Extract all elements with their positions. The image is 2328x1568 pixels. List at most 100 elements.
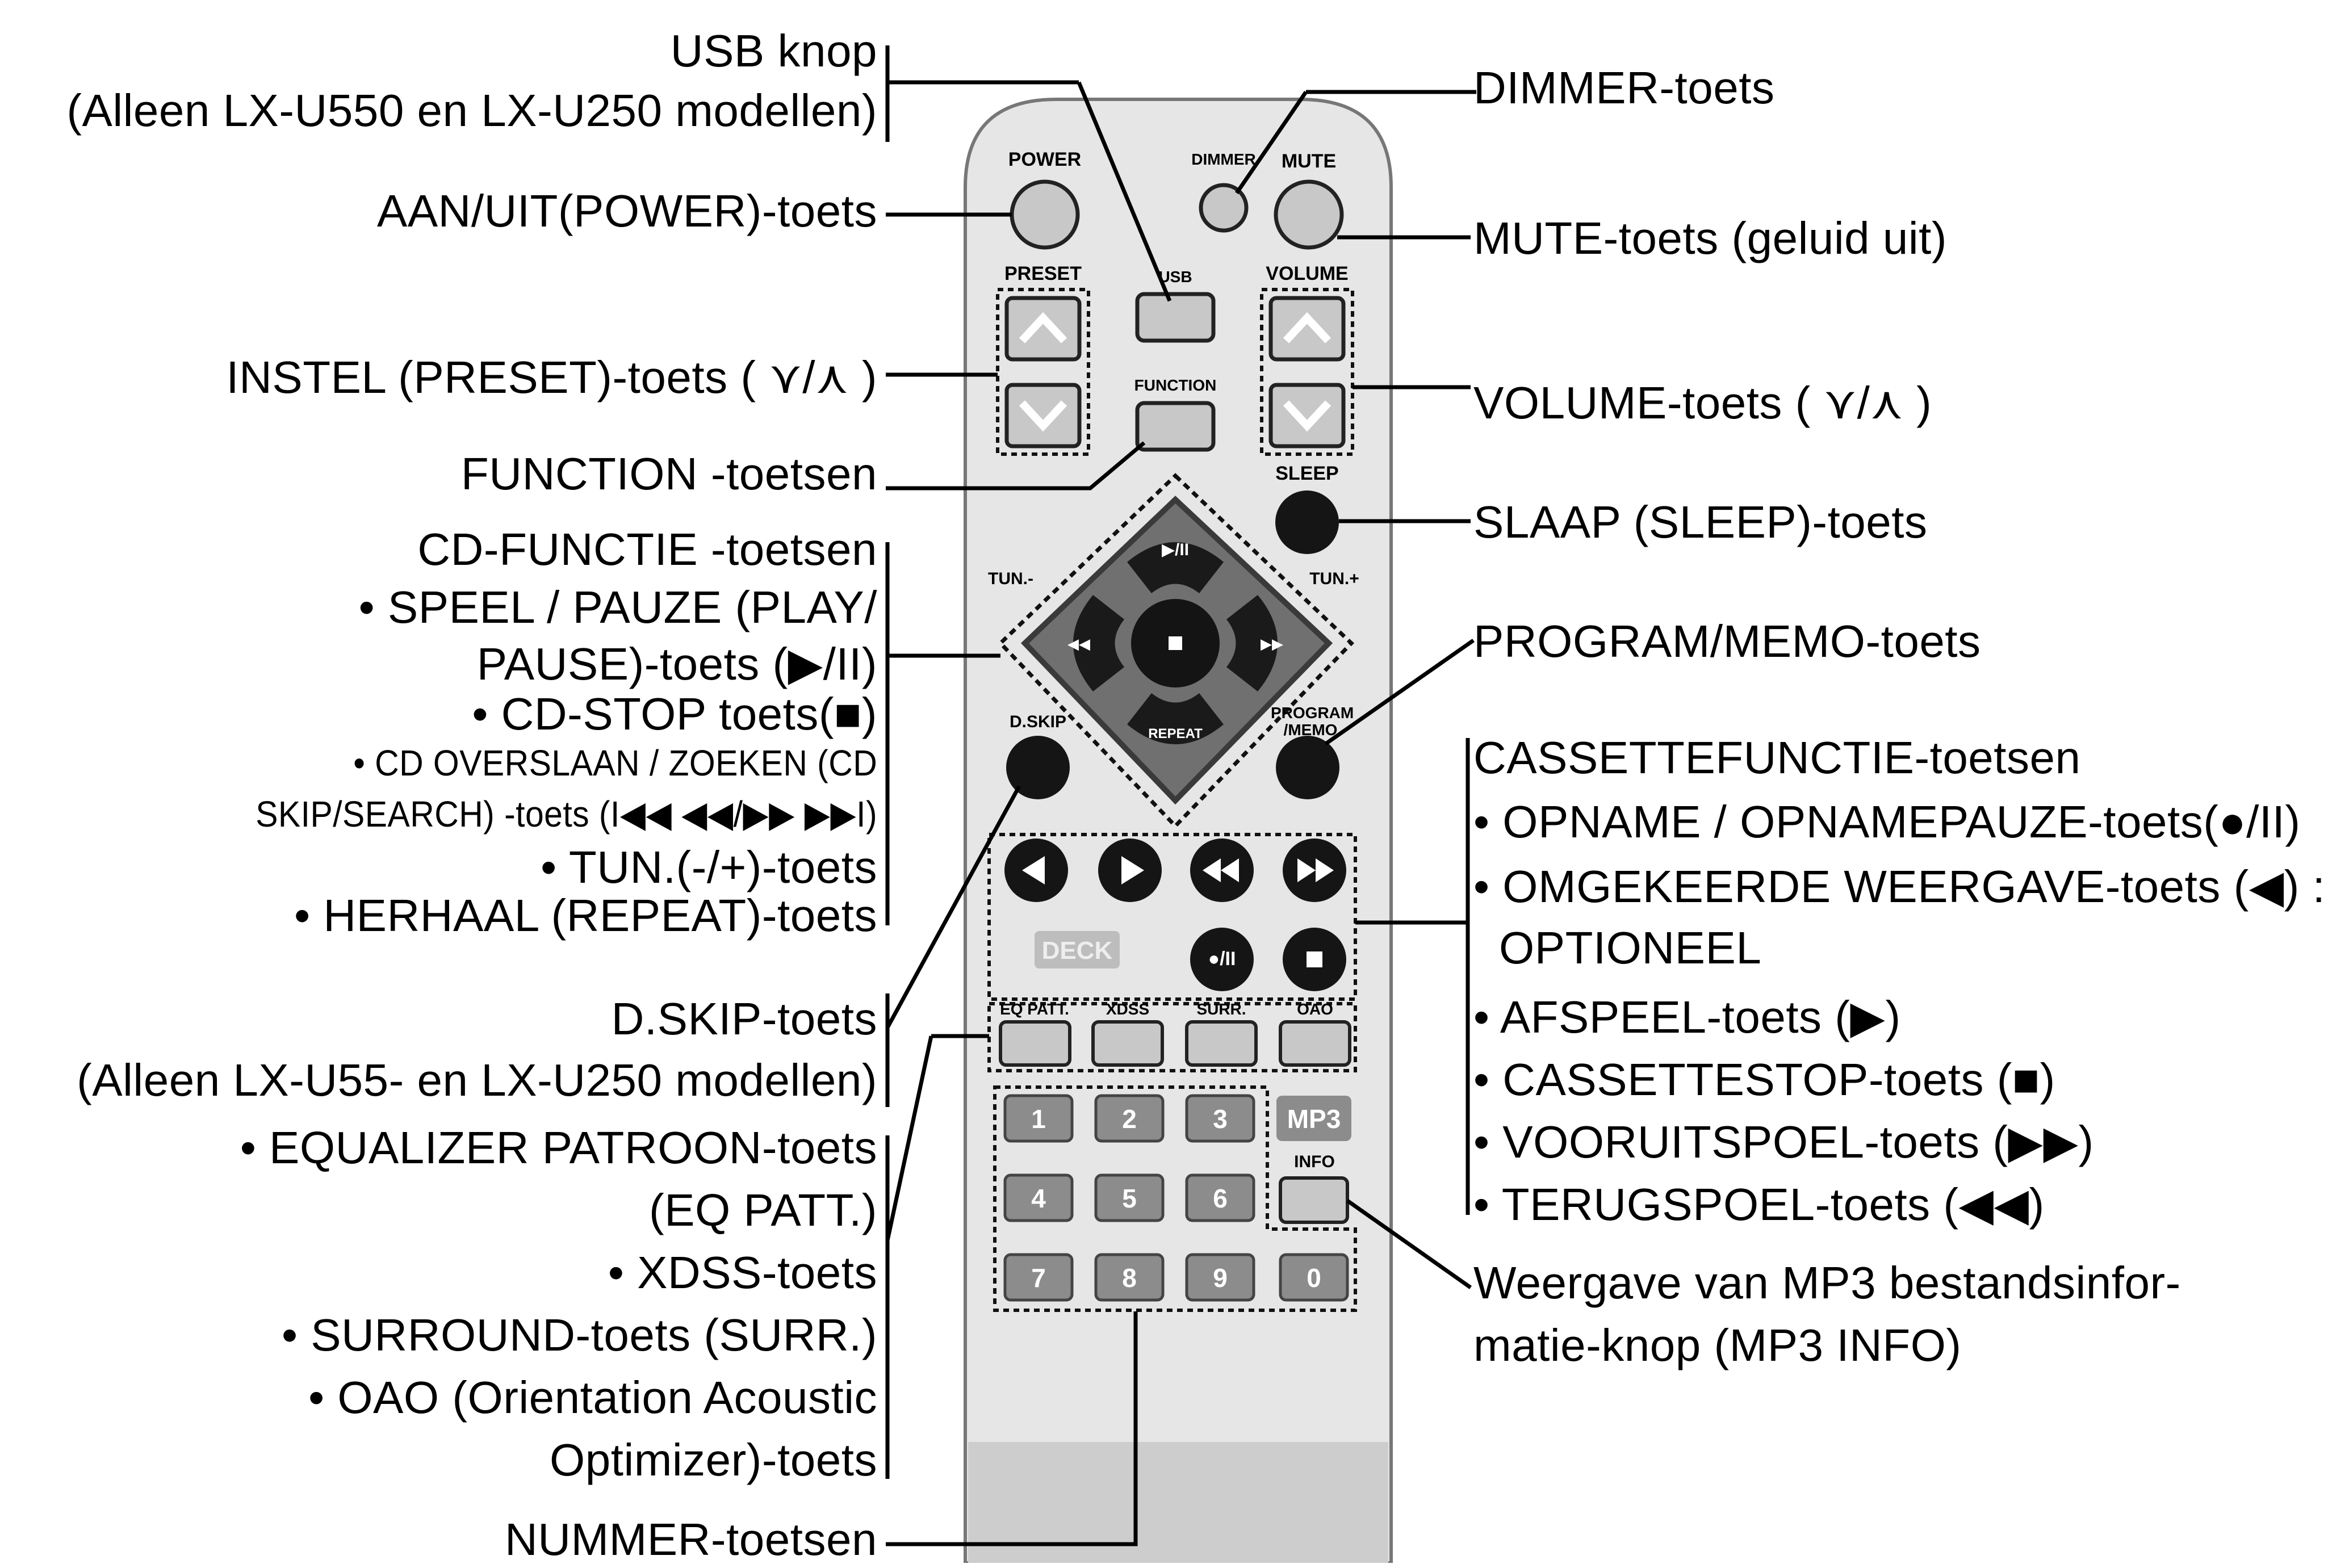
cassette-stop-label: • CASSETTESTOP-toets (■) xyxy=(1473,1054,2055,1105)
xdss-button xyxy=(1091,1020,1164,1067)
cd-skip-back-button xyxy=(1073,595,1124,691)
num-key-7 xyxy=(1003,1253,1074,1302)
cd-skip-fwd-button xyxy=(1226,595,1278,691)
cd-play-pause-label-1: • SPEEL / PAUZE (PLAY/ xyxy=(358,582,877,632)
dimmer-label: DIMMER-toets xyxy=(1473,62,1775,113)
oao-label-2: Optimizer)-toets xyxy=(550,1435,877,1485)
cd-title-label: CD-FUNCTIE -toetsen xyxy=(417,524,877,575)
surround-label: • SURROUND-toets (SURR.) xyxy=(282,1310,877,1360)
remote-deck-label: DECK xyxy=(1041,937,1113,965)
svg-text:REPEAT: REPEAT xyxy=(1148,726,1203,741)
preset-down-button xyxy=(1004,383,1082,448)
mp3-info-label-1: Weergave van MP3 bestandsinfor- xyxy=(1473,1257,2181,1308)
remote-mute-label: MUTE xyxy=(1281,150,1337,172)
remote-tun-plus-label: TUN.+ xyxy=(1309,569,1359,588)
preset-label: INSTEL (PRESET)-toets ( ⋎/⋏ ) xyxy=(226,352,877,403)
leader-lines xyxy=(885,45,1476,1546)
svg-text:▶/II: ▶/II xyxy=(1162,540,1189,559)
mp3-badge xyxy=(1276,1096,1351,1141)
program-label: PROGRAM/MEMO-toets xyxy=(1473,616,1981,666)
remote-sleep-label: SLEEP xyxy=(1275,463,1339,484)
preset-up-button xyxy=(1004,296,1082,362)
remote-power-label: POWER xyxy=(1008,149,1082,170)
cassette-record-label: • OPNAME / OPNAMEPAUZE-toets(●/II) xyxy=(1473,796,2301,847)
repeat-label: • HERHAAL (REPEAT)-toets xyxy=(294,890,877,941)
remote-rec-pause-label: ●/II xyxy=(1208,948,1236,970)
program-memo-button xyxy=(1276,736,1339,799)
num-2-label: 2 xyxy=(1122,1104,1137,1134)
cassette-reverse-label-2: OPTIONEEL xyxy=(1499,923,1762,973)
cassette-rewind-label: • TERUGSPOEL-toets (◀◀) xyxy=(1473,1179,2045,1230)
oao-button xyxy=(1279,1020,1351,1067)
dskip-button xyxy=(1006,736,1070,799)
remote-xdss-label: XDSS xyxy=(1106,1000,1150,1018)
volume-up-button xyxy=(1268,296,1346,362)
num-3-label: 3 xyxy=(1213,1104,1228,1134)
num-8-label: 8 xyxy=(1122,1263,1137,1293)
cassette-title-label: CASSETTEFUNCTIE-toetsen xyxy=(1473,732,2081,783)
remote-eq-label: EQ PATT. xyxy=(1000,1000,1069,1018)
power-label: AAN/UIT(POWER)-toets xyxy=(376,186,877,236)
remote-oao-label: OAO xyxy=(1297,1000,1333,1018)
cassette-ffwd-label: • VOORUITSPOEL-toets (▶▶) xyxy=(1473,1117,2094,1167)
remote-mp3-label: MP3 xyxy=(1287,1104,1341,1134)
svg-text:▶▶: ▶▶ xyxy=(1261,635,1283,652)
mp3-info-button xyxy=(1279,1176,1349,1224)
remote-dimmer-label: DIMMER xyxy=(1191,150,1256,168)
eq-patt-button xyxy=(999,1020,1071,1067)
cassette-play-label: • AFSPEEL-toets (▶) xyxy=(1473,992,1901,1042)
num-0-label: 0 xyxy=(1307,1263,1321,1293)
number-keys xyxy=(1003,1094,1349,1302)
num-key-9 xyxy=(1185,1253,1255,1302)
repeat-button xyxy=(1127,693,1224,744)
sleep-label: SLAAP (SLEEP)-toets xyxy=(1473,497,1928,547)
dimmer-button xyxy=(1199,183,1249,233)
remote-tun-minus-label: TUN.- xyxy=(988,569,1033,588)
usb-label-1: USB knop xyxy=(670,26,877,76)
remote-function-label: FUNCTION xyxy=(1134,376,1217,394)
volume-label: VOLUME-toets ( ⋎/⋏ ) xyxy=(1473,378,1932,428)
num-5-label: 5 xyxy=(1122,1184,1137,1213)
num-key-5 xyxy=(1094,1173,1165,1222)
num-key-6 xyxy=(1185,1173,1255,1222)
number-label: NUMMER-toetsen xyxy=(504,1514,877,1565)
xdss-label: • XDSS-toets xyxy=(608,1247,877,1298)
remote-dskip-label: D.SKIP xyxy=(1009,712,1067,731)
remote-memo-label: /MEMO xyxy=(1283,721,1338,739)
num-key-8 xyxy=(1094,1253,1165,1302)
tun-label: • TUN.(-/+)-toets xyxy=(541,842,877,892)
volume-down-button xyxy=(1268,383,1346,448)
num-6-label: 6 xyxy=(1213,1184,1228,1213)
sleep-button xyxy=(1275,490,1339,554)
mute-button xyxy=(1274,179,1344,250)
cd-play-pause-label-2: PAUSE)-toets (▶/II) xyxy=(476,639,877,689)
power-button xyxy=(1010,179,1080,250)
play-pause-button xyxy=(1127,542,1224,593)
num-7-label: 7 xyxy=(1031,1263,1046,1293)
cd-stop-label: • CD-STOP toets(■) xyxy=(472,689,877,739)
function-label: FUNCTION -toetsen xyxy=(460,448,877,499)
record-pause-button xyxy=(1190,928,1254,991)
num-key-4 xyxy=(1003,1173,1074,1222)
eq-label-1: • EQUALIZER PATROON-toets xyxy=(240,1122,877,1173)
num-9-label: 9 xyxy=(1213,1263,1228,1293)
num-key-0 xyxy=(1279,1253,1349,1302)
num-1-label: 1 xyxy=(1031,1104,1046,1134)
usb-button xyxy=(1135,292,1216,343)
num-key-3 xyxy=(1185,1094,1255,1143)
oao-label-1: • OAO (Orientation Acoustic xyxy=(308,1372,877,1423)
remote-program-label: PROGRAM xyxy=(1271,704,1354,722)
num-key-1 xyxy=(1003,1094,1074,1143)
num-key-2 xyxy=(1094,1094,1165,1143)
usb-label-2: (Alleen LX-U550 en LX-U250 modellen) xyxy=(66,85,877,136)
remote-volume-label: VOLUME xyxy=(1266,263,1349,284)
remote-preset-label: PRESET xyxy=(1004,263,1082,284)
cd-skip-label-2: SKIP/SEARCH) -toets (I◀◀ ◀◀/▶▶ ▶▶I) xyxy=(256,794,877,835)
dskip-label-2: (Alleen LX-U55- en LX-U250 modellen) xyxy=(77,1055,877,1105)
svg-text:◀◀: ◀◀ xyxy=(1067,635,1090,652)
surr-button xyxy=(1185,1020,1258,1067)
mute-label: MUTE-toets (geluid uit) xyxy=(1473,213,1947,263)
remote-surr-label: SURR. xyxy=(1196,1000,1246,1018)
